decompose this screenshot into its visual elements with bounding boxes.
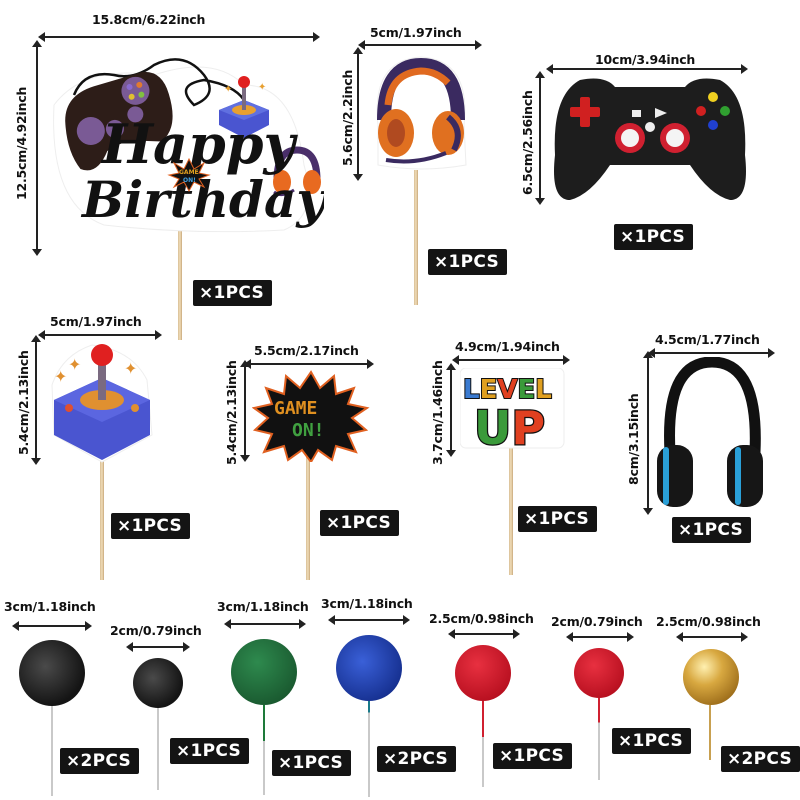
width-label: 5.5cm/2.17inch bbox=[254, 343, 359, 358]
width-label: 15.8cm/6.22inch bbox=[92, 12, 206, 27]
ball-wire bbox=[51, 706, 53, 796]
height-arrow bbox=[446, 363, 456, 457]
size-label: 2.5cm/0.98inch bbox=[429, 611, 534, 626]
width-label: 5cm/1.97inch bbox=[50, 314, 142, 329]
svg-text:✦: ✦ bbox=[258, 82, 266, 93]
height-label: 5.6cm/2.2inch bbox=[340, 69, 355, 166]
width-arrow bbox=[648, 348, 775, 358]
height-label: 5.4cm/2.13inch bbox=[16, 350, 31, 455]
joystick-topper-image: ✦ ✦ ✦ bbox=[51, 344, 153, 463]
width-label: 4.9cm/1.94inch bbox=[455, 339, 560, 354]
height-label: 3.7cm/1.46inch bbox=[430, 360, 445, 465]
wooden-stick bbox=[100, 460, 104, 580]
width-label: 4.5cm/1.77inch bbox=[655, 332, 760, 347]
game-on-topper-image: GAME ON! bbox=[252, 370, 370, 462]
svg-text:✦: ✦ bbox=[224, 84, 232, 95]
size-label: 3cm/1.18inch bbox=[217, 599, 309, 614]
svg-text:GAME: GAME bbox=[179, 169, 199, 176]
on-text: ON! bbox=[292, 420, 325, 441]
size-label: 3cm/1.18inch bbox=[4, 599, 96, 614]
joystick-icon: ✦ ✦ bbox=[219, 76, 269, 138]
width-arrow bbox=[38, 330, 162, 340]
qty-badge: ×1PCS bbox=[272, 750, 352, 776]
wooden-stick bbox=[178, 210, 182, 340]
ball-wire bbox=[598, 698, 600, 780]
wooden-stick bbox=[509, 445, 513, 575]
wooden-stick bbox=[414, 170, 418, 305]
black-glitter-ball bbox=[19, 640, 85, 706]
height-arrow bbox=[353, 47, 363, 181]
qty-badge: ×1PCS bbox=[428, 249, 508, 275]
game-text: GAME bbox=[274, 398, 317, 419]
size-arrow bbox=[566, 632, 634, 642]
controller-image bbox=[554, 78, 746, 200]
size-arrow bbox=[12, 621, 92, 631]
size-arrow bbox=[224, 619, 306, 629]
red-ball bbox=[455, 645, 511, 701]
svg-text:✦: ✦ bbox=[124, 359, 137, 378]
height-label: 8cm/3.15inch bbox=[626, 393, 641, 485]
width-arrow bbox=[244, 359, 374, 369]
size-label: 2cm/0.79inch bbox=[110, 623, 202, 638]
qty-badge: ×1PCS bbox=[518, 506, 598, 532]
width-arrow bbox=[452, 355, 570, 365]
ball-wire bbox=[368, 701, 370, 797]
width-label: 5cm/1.97inch bbox=[370, 25, 462, 40]
height-arrow bbox=[31, 335, 41, 465]
qty-badge: ×2PCS bbox=[60, 748, 140, 774]
happy-birthday-topper-image: ✦ ✦ Happy Birthday GAME ON! bbox=[53, 58, 324, 233]
qty-badge: ×2PCS bbox=[377, 746, 457, 772]
game-on-badge-icon: GAME ON! bbox=[167, 157, 211, 193]
height-label: 6.5cm/2.56inch bbox=[520, 90, 535, 195]
topper-text-birthday: Birthday bbox=[80, 170, 324, 229]
height-arrow bbox=[535, 71, 545, 205]
controller-icon bbox=[65, 71, 173, 171]
qty-badge: ×2PCS bbox=[721, 746, 800, 772]
svg-text:✦: ✦ bbox=[54, 367, 67, 386]
size-arrow bbox=[676, 632, 748, 642]
size-arrow bbox=[448, 629, 520, 639]
blue-glitter-ball bbox=[336, 635, 402, 701]
ball-wire bbox=[482, 701, 484, 787]
height-arrow bbox=[240, 360, 250, 462]
height-label: 12.5cm/4.92inch bbox=[14, 86, 29, 200]
size-label: 3cm/1.18inch bbox=[321, 596, 413, 611]
black-glitter-ball bbox=[133, 658, 183, 708]
height-arrow bbox=[32, 40, 42, 256]
width-arrow bbox=[546, 64, 748, 74]
ball-wire bbox=[157, 708, 159, 790]
qty-badge: ×1PCS bbox=[320, 510, 400, 536]
qty-badge: ×1PCS bbox=[193, 280, 273, 306]
ball-wire bbox=[263, 705, 265, 795]
width-arrow bbox=[38, 32, 320, 42]
size-arrow bbox=[328, 615, 410, 625]
width-arrow bbox=[358, 40, 482, 50]
headphones-image bbox=[657, 357, 763, 507]
level-up-topper-image: LEVEL UP bbox=[460, 368, 565, 450]
qty-badge: ×1PCS bbox=[672, 517, 752, 543]
ball-wire bbox=[709, 705, 711, 760]
qty-badge: ×1PCS bbox=[111, 513, 191, 539]
qty-badge: ×1PCS bbox=[493, 743, 573, 769]
gold-pearl-ball bbox=[683, 649, 739, 705]
width-label: 10cm/3.94inch bbox=[595, 52, 696, 67]
svg-text:ON!: ON! bbox=[183, 177, 196, 184]
red-ball bbox=[574, 648, 624, 698]
level-text: LEVEL bbox=[463, 375, 552, 405]
size-label: 2.5cm/0.98inch bbox=[656, 614, 761, 629]
headset-topper-image bbox=[376, 56, 467, 170]
svg-text:✦: ✦ bbox=[68, 355, 81, 374]
height-label: 5.4cm/2.13inch bbox=[224, 360, 239, 465]
size-label: 2cm/0.79inch bbox=[551, 614, 643, 629]
qty-badge: ×1PCS bbox=[170, 738, 250, 764]
qty-badge: ×1PCS bbox=[614, 224, 694, 250]
qty-badge: ×1PCS bbox=[612, 728, 692, 754]
size-arrow bbox=[126, 642, 190, 652]
green-ball bbox=[231, 639, 297, 705]
wooden-stick bbox=[306, 455, 310, 580]
headset-icon bbox=[273, 146, 321, 197]
svg-text:UP: UP bbox=[474, 401, 545, 450]
height-arrow bbox=[643, 351, 653, 515]
